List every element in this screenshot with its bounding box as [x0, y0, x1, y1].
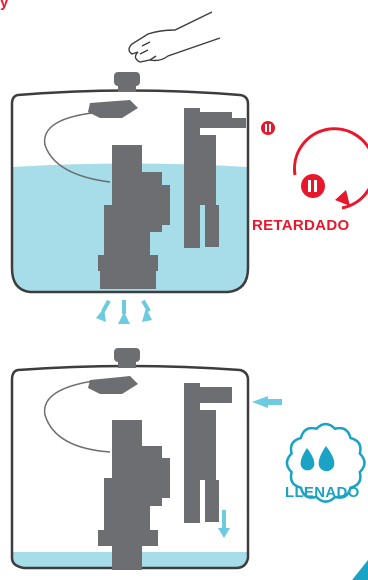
delay-badge: [295, 129, 368, 208]
hand-icon: [129, 12, 220, 62]
tank-top: [12, 72, 275, 292]
delay-label: RETARDADO: [252, 217, 349, 234]
flow-arrows-icon: [96, 300, 152, 324]
circular-arrow-icon: [295, 129, 368, 208]
pause-icon-small: [261, 121, 275, 135]
fill-label: LLENADO: [285, 484, 360, 501]
corner-accent: [352, 560, 368, 580]
water-drops-icon: [301, 446, 335, 471]
tank-bottom: [12, 348, 282, 570]
pause-icon: [301, 174, 325, 198]
